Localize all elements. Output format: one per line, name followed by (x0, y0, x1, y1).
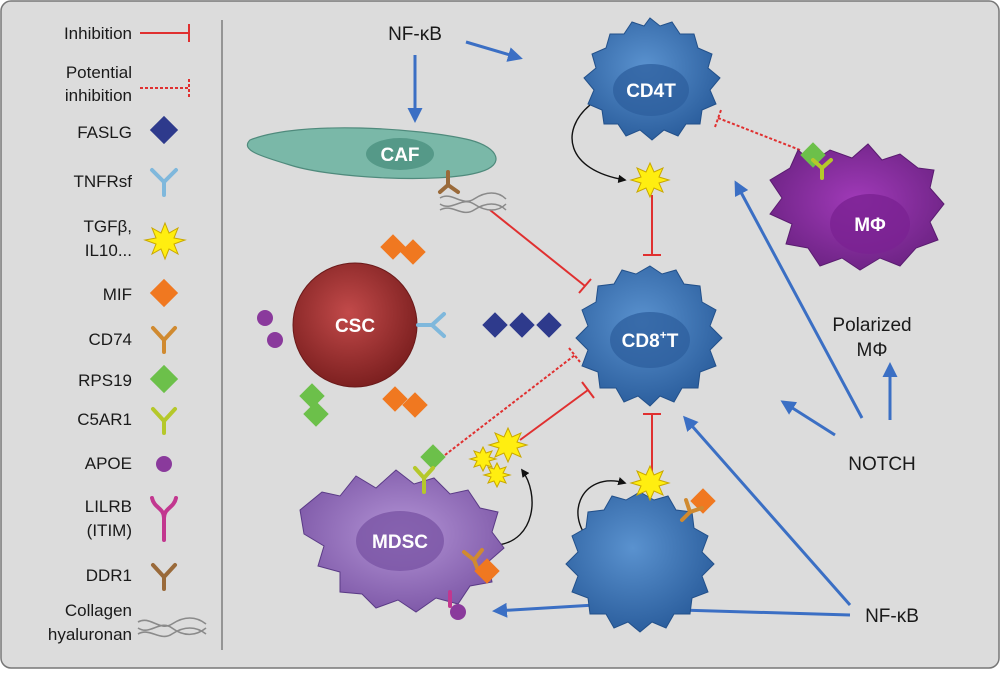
legend-tnfrsf-label: TNFRsf (73, 172, 132, 191)
macrophage-cell: MΦ (769, 142, 945, 271)
cd4t-cell: CD4T (583, 17, 721, 141)
rps19-diamond-icon (303, 401, 329, 427)
collagen-fiber-icon (439, 192, 507, 214)
legend-apoe-label: APOE (85, 454, 132, 473)
csc-cell: CSC (257, 234, 446, 427)
mif-diamond-icon (380, 234, 406, 260)
starburst-icon (487, 426, 529, 464)
caf-cell: CAF (246, 127, 507, 214)
legend-tgfb-label-1: TGFβ, (84, 217, 133, 236)
dot-icon (156, 456, 172, 472)
activation-arrows (407, 40, 898, 618)
c5ar1-receptor-icon (811, 158, 833, 180)
apoe-dot-icon (267, 332, 283, 348)
starburst-icon (629, 464, 671, 502)
collagen-fiber-icon (137, 617, 207, 638)
mdsc-cell: MDSC (299, 444, 505, 620)
legend-inhibition-label: Inhibition (64, 24, 132, 43)
starburst-icon (629, 161, 671, 199)
receptor-y-icon (151, 326, 177, 354)
apoe-dot-icon (257, 310, 273, 326)
legend-collagen-label-2: hyaluronan (48, 625, 132, 644)
legend-potential-label-1: Potential (66, 63, 132, 82)
cd74-receptor-icon (680, 498, 704, 522)
mif-diamond-icon (474, 558, 500, 584)
receptor-y-icon (150, 496, 178, 542)
mif-diamond-icon (400, 239, 426, 265)
mif-diamond-icon (382, 386, 408, 412)
bottom-t-cell (565, 488, 716, 633)
legend-lilrb-label-1: LILRB (85, 497, 132, 516)
faslg-diamond-icon (509, 312, 535, 338)
rps19-diamond-icon (420, 444, 446, 470)
tnfr-receptor-icon (416, 312, 446, 338)
legend-ddr1-label: DDR1 (86, 566, 132, 585)
faslg-diamond-icon (536, 312, 562, 338)
receptor-y-icon (151, 407, 177, 435)
caf-label: CAF (380, 145, 419, 166)
starburst-icon (143, 221, 187, 261)
starburst-icon (482, 461, 512, 489)
cd8t-label: CD8+T (622, 328, 679, 352)
faslg-ligands (482, 312, 562, 338)
cd4t-label: CD4T (626, 81, 676, 102)
legend-potential-label-2: inhibition (65, 86, 132, 105)
receptor-y-icon (151, 563, 177, 591)
legend-mif-label: MIF (103, 285, 132, 304)
inhibition-icon (140, 24, 190, 42)
faslg-diamond-icon (482, 312, 508, 338)
notch-label: NOTCH (848, 454, 916, 475)
mif-diamond-icon (402, 392, 428, 418)
csc-label: CSC (335, 316, 375, 337)
rps19-diamond-icon (299, 383, 325, 409)
legend-tgfb-label-2: IL10... (85, 241, 132, 260)
macrophage-label: MΦ (854, 215, 886, 236)
starburst-icon (468, 445, 498, 473)
potential-inhibition-icon (140, 79, 190, 97)
legend-c5ar1-label: C5AR1 (77, 410, 132, 429)
cd8t-cell: CD8+T (575, 265, 723, 407)
legend-rps19-label: RPS19 (78, 371, 132, 390)
legend-collagen-label-1: Collagen (65, 601, 132, 620)
legend-faslg-label: FASLG (77, 123, 132, 142)
apoe-dot-icon (450, 604, 466, 620)
receptor-y-icon (150, 168, 178, 197)
mdsc-label: MDSC (372, 532, 428, 553)
legend-lilrb-label-2: (ITIM) (87, 521, 132, 540)
nfkb-bottom-label: NF-κB (865, 606, 919, 627)
inhibition-lines (444, 109, 801, 475)
legend: Inhibition Potential inhibition FASLG TN… (48, 24, 207, 644)
mif-diamond-icon (690, 488, 716, 514)
c5ar1-receptor-icon (413, 466, 435, 494)
polarized-label-1: Polarized (832, 315, 911, 336)
nfkb-top-label: NF-κB (388, 24, 442, 45)
cytokine-starbursts (468, 161, 671, 502)
ddr1-receptor-icon (438, 170, 460, 194)
polarized-label-2: MΦ (857, 340, 888, 361)
rps19-diamond-icon (800, 142, 826, 168)
legend-cd74-label: CD74 (89, 330, 132, 349)
